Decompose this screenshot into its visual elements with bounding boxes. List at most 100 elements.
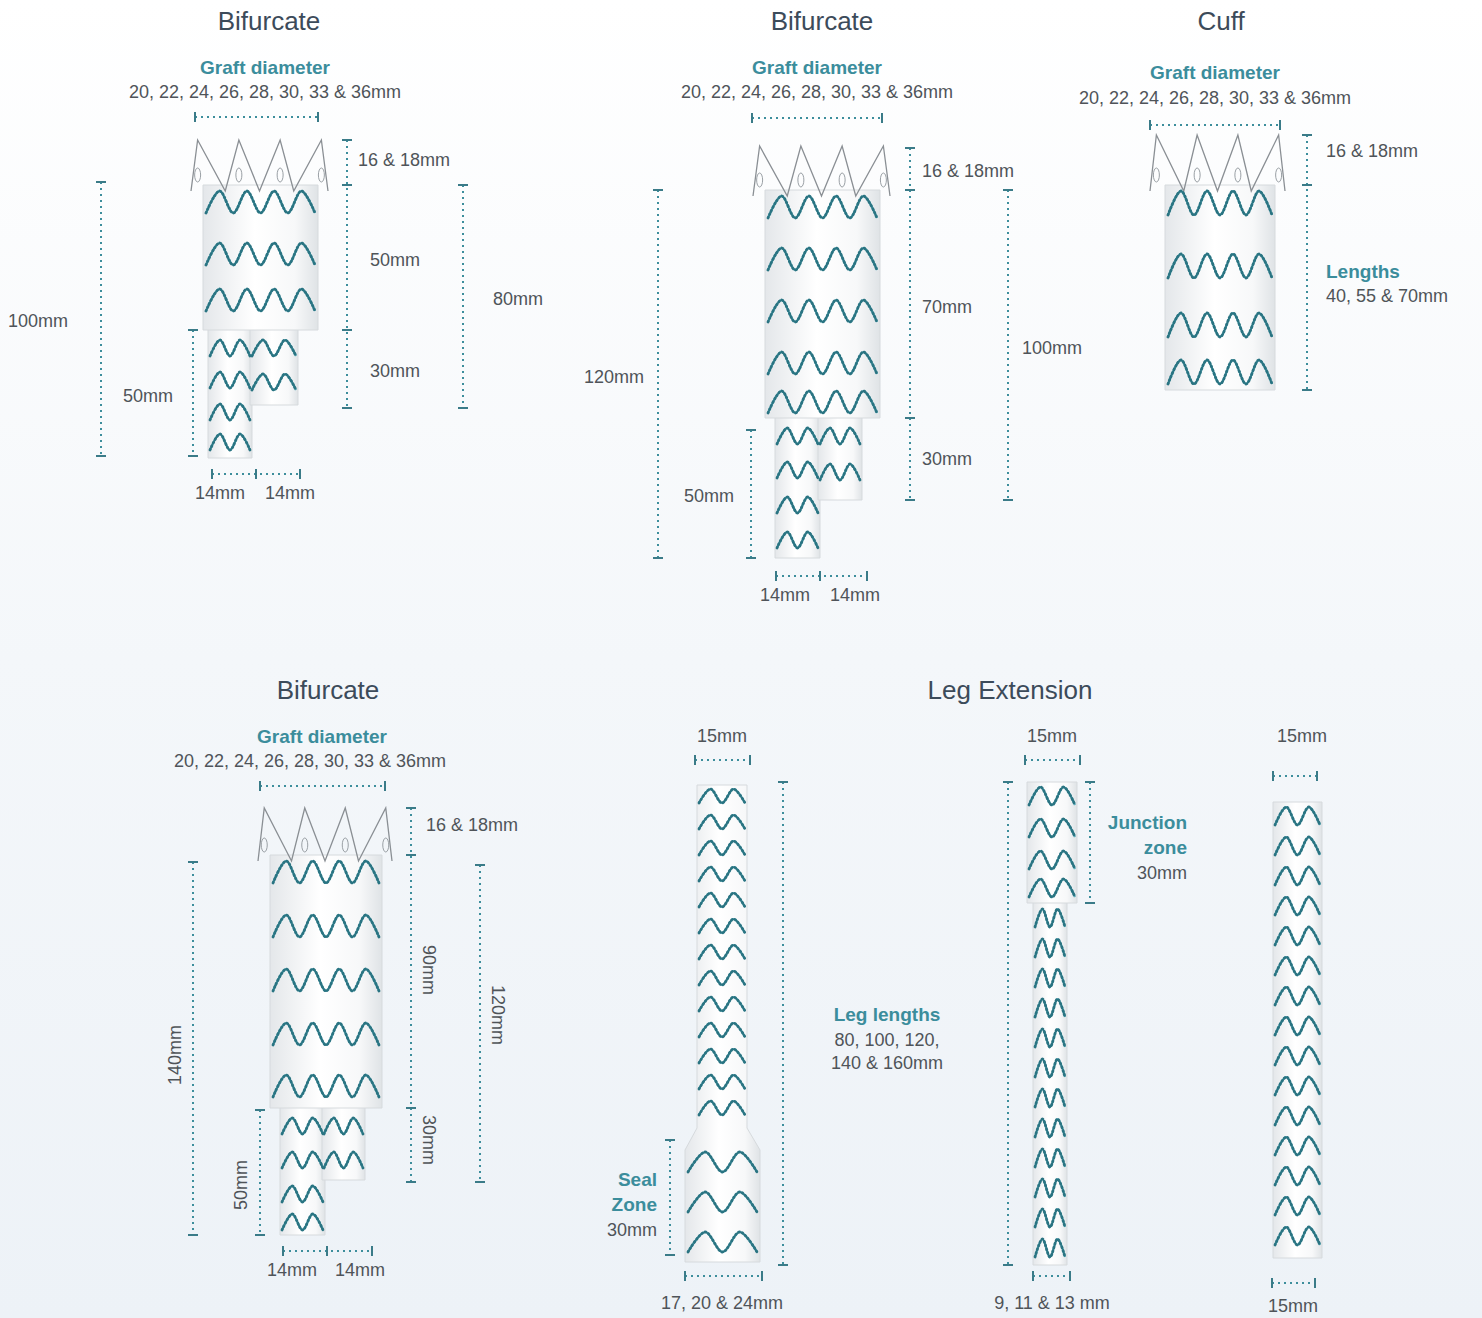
dimension-tick [749, 755, 751, 765]
crown-eyelet [236, 168, 242, 182]
dimension-label: 40, 55 & 70mm [1326, 285, 1448, 308]
dimension-tick [665, 1254, 675, 1256]
dimension-line [1033, 1275, 1070, 1277]
stent-stitch [699, 789, 745, 803]
dimension-line [410, 808, 412, 1182]
dimension-line [685, 1275, 762, 1277]
crown-eyelet [261, 838, 267, 852]
graft-tube [818, 414, 862, 500]
dimension-tick [475, 864, 485, 866]
dimension-label: 15mm [1027, 725, 1077, 748]
dimension-label: 90mm [416, 945, 439, 995]
crown-eyelet [302, 838, 308, 852]
stent-ring [273, 1023, 379, 1045]
stent-stitch [699, 867, 745, 881]
dimension-tick [1032, 1271, 1034, 1281]
stent-stitch [1035, 1089, 1065, 1107]
stent-ring [1168, 191, 1272, 215]
stent-stitch [688, 1192, 757, 1212]
dimension-tick [326, 1246, 328, 1256]
dimension-tick [1271, 1278, 1273, 1288]
dimension-tick [406, 807, 416, 809]
stent-stitch [282, 1214, 323, 1230]
dimension-tick [905, 417, 915, 419]
graft-tube [1273, 802, 1322, 1258]
stent-ring [1168, 254, 1272, 278]
stent-ring [777, 532, 818, 548]
stent-ring [1275, 957, 1320, 975]
dimension-label: 30mm [416, 1115, 439, 1165]
stent-ring [324, 1152, 363, 1168]
panel-title: Bifurcate [218, 5, 321, 39]
stent-stitch [699, 841, 745, 855]
dimension-line [462, 185, 464, 408]
dimension-tick [1302, 184, 1312, 186]
dimension-tick [458, 184, 468, 186]
dimension-line [346, 140, 348, 408]
graft-tube [203, 185, 318, 330]
dimension-label: 70mm [922, 296, 972, 319]
dimension-tick [1149, 120, 1151, 130]
suprarenal-crown [753, 146, 890, 196]
stent-ring [1035, 1239, 1065, 1257]
dimension-line [259, 1110, 261, 1235]
dimension-label: 20, 22, 24, 26, 28, 30, 33 & 36mm [681, 81, 953, 104]
graft-tube [1165, 185, 1275, 390]
stent-ring [210, 404, 250, 420]
graft-fabric [203, 185, 1322, 1265]
dimension-label: 50mm [370, 249, 420, 272]
stent-stitch [699, 997, 745, 1011]
dimension-tick [194, 112, 196, 122]
stent-ring [1275, 867, 1320, 885]
stent-stitch [324, 1152, 363, 1168]
dimension-line [1007, 782, 1009, 1265]
stent-ring [1168, 313, 1272, 337]
dimension-line [192, 330, 194, 456]
stent-ring [820, 428, 860, 444]
dimension-tick [1024, 755, 1026, 765]
dimension-label: 15mm [1268, 1295, 1318, 1318]
stent-stitch [210, 340, 250, 356]
stent-ring [777, 497, 818, 513]
dimension-tick [406, 854, 416, 856]
stent-ring [1035, 999, 1065, 1017]
stent-stitch [1168, 191, 1272, 215]
dimension-tick [458, 407, 468, 409]
stent-stitch [1035, 909, 1065, 927]
dimension-label: 30mm [607, 1219, 657, 1242]
dimension-tick [905, 189, 915, 191]
crown-eyelet [880, 173, 886, 187]
graft-tube [765, 190, 880, 418]
crown-eyelet [1194, 168, 1200, 182]
dimension-line [1272, 1282, 1315, 1284]
stent-stitch [1035, 999, 1065, 1017]
stent-stitch [252, 374, 296, 390]
stent-ring [699, 867, 745, 881]
dimension-tick [778, 1264, 788, 1266]
stent-ring [1275, 1137, 1320, 1155]
crown-eyelet [839, 173, 845, 187]
dimension-line [695, 759, 750, 761]
dimension-tick [653, 189, 663, 191]
graft-tube [775, 414, 820, 558]
stent-stitch [777, 462, 818, 478]
stent-stitch [1275, 957, 1320, 975]
dimension-label: 120mm [485, 985, 508, 1045]
stent-stitch [699, 1049, 745, 1063]
stent-stitch [324, 1118, 363, 1134]
stent-stitch [820, 464, 860, 480]
dimension-tick [1069, 1271, 1071, 1281]
stent-ring [768, 196, 877, 218]
dimension-tick [188, 861, 198, 863]
stent-stitch [1275, 927, 1320, 945]
zone-label: Graft diameter [752, 56, 882, 81]
dimension-tick [778, 781, 788, 783]
stent-ring [699, 997, 745, 1011]
stent-stitch [273, 1023, 379, 1045]
stent-ring [768, 248, 877, 270]
dimension-tick [684, 1271, 686, 1281]
dimension-tick [1003, 781, 1013, 783]
dimension-tick [255, 469, 257, 479]
stent-stitch [699, 945, 745, 959]
